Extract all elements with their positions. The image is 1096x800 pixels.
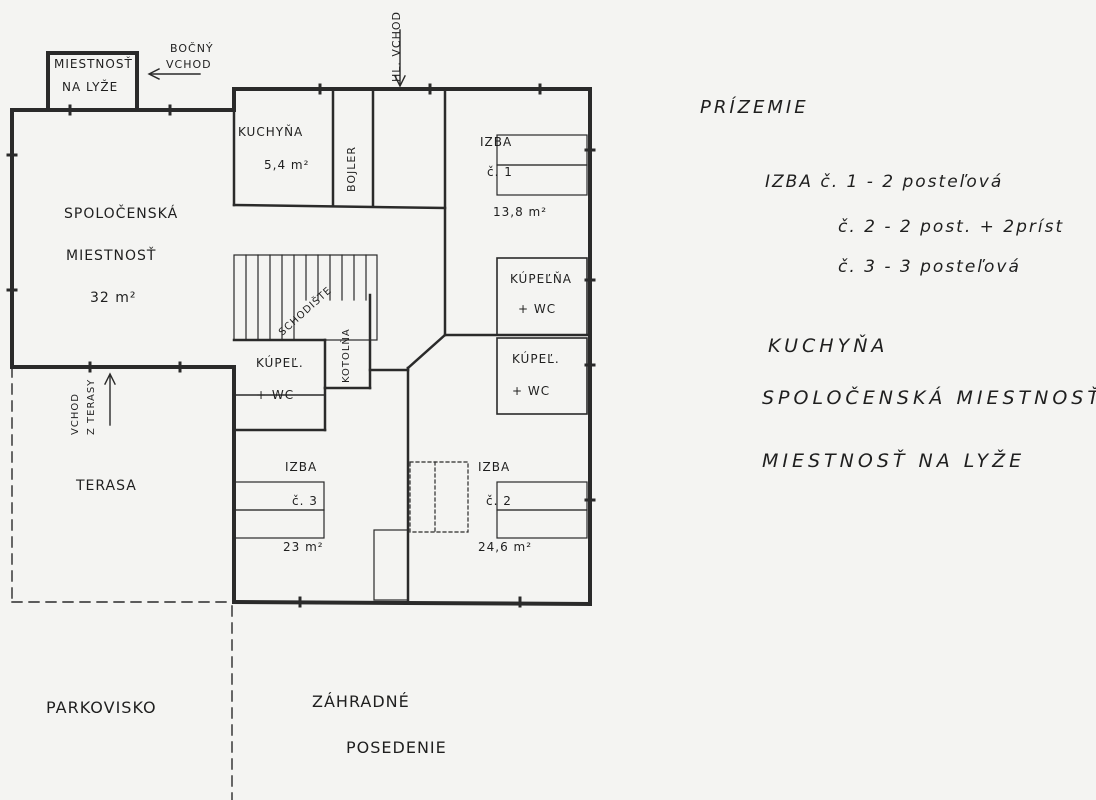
outer-walls	[10, 51, 593, 607]
legend-social-room: SPOLOČENSKÁ MIESTNOSŤ	[762, 387, 1096, 409]
interior-walls	[232, 87, 592, 602]
legend-ski-room: MIESTNOSŤ NA LYŽE	[762, 450, 1026, 472]
side-entrance-label-1: BOČNÝ	[170, 42, 214, 55]
room3-title: IZBA	[285, 460, 318, 474]
legend-room1: IZBA č. 1 - 2 posteľová	[765, 172, 1004, 192]
room1-number: č. 1	[487, 165, 513, 179]
social-room-label-1: SPOLOČENSKÁ	[64, 206, 179, 222]
bathroom-boxes	[233, 257, 588, 415]
social-room-label-2: MIESTNOSŤ	[66, 248, 157, 264]
legend-floor-title: PRÍZEMIE	[700, 97, 809, 118]
bath-right-label-2: + WC	[512, 384, 551, 398]
side-entrance-label-2: VCHOD	[166, 58, 212, 71]
room3-area: 23 m²	[283, 540, 324, 554]
terrace-outline	[11, 366, 233, 800]
window-marks	[6, 83, 596, 608]
room2-area: 24,6 m²	[478, 540, 533, 554]
ski-room-label-2: NA LYŽE	[62, 80, 119, 94]
staircase	[233, 254, 378, 341]
bath-upper-label-1: KÚPEĽŇA	[510, 272, 573, 286]
garden-label-1: ZÁHRADNÉ	[312, 692, 410, 711]
room1-title: IZBA	[480, 135, 513, 149]
terrace-label: TERASA	[76, 478, 137, 494]
legend-kitchen: KUCHYŇA	[768, 335, 889, 357]
social-room-area: 32 m²	[90, 290, 137, 306]
room2-number: č. 2	[486, 494, 512, 508]
room2-title: IZBA	[478, 460, 511, 474]
bath-left-label-1: KÚPEĽ.	[256, 356, 304, 370]
bath-right-label-1: KÚPEĽ.	[512, 352, 560, 366]
legend-room2: č. 2 - 2 post. + 2príst	[838, 217, 1065, 237]
room3-number: č. 3	[292, 494, 318, 508]
boiler-room-label: KOTOLŇA	[341, 328, 352, 383]
bath-upper-label-2: + WC	[518, 302, 557, 316]
kitchen-label: KUCHYŇA	[238, 125, 304, 139]
garden-label-2: POSEDENIE	[346, 738, 447, 757]
terrace-entrance-label-2: Z TERASY	[86, 378, 97, 435]
kitchen-area: 5,4 m²	[264, 158, 310, 172]
entrance-arrows	[104, 29, 406, 426]
room1-area: 13,8 m²	[493, 205, 548, 219]
terrace-entrance-label-1: VCHOD	[70, 393, 81, 435]
parking-label: PARKOVISKO	[46, 698, 157, 717]
boiler-label: BOJLER	[345, 146, 358, 192]
main-entrance-label: HL. VCHOD	[390, 11, 403, 82]
ski-room-label-1: MIESTNOSŤ	[54, 57, 133, 71]
bath-left-label-2: + WC	[256, 388, 295, 402]
beds	[233, 134, 588, 601]
legend-room3: č. 3 - 3 posteľová	[838, 257, 1021, 277]
